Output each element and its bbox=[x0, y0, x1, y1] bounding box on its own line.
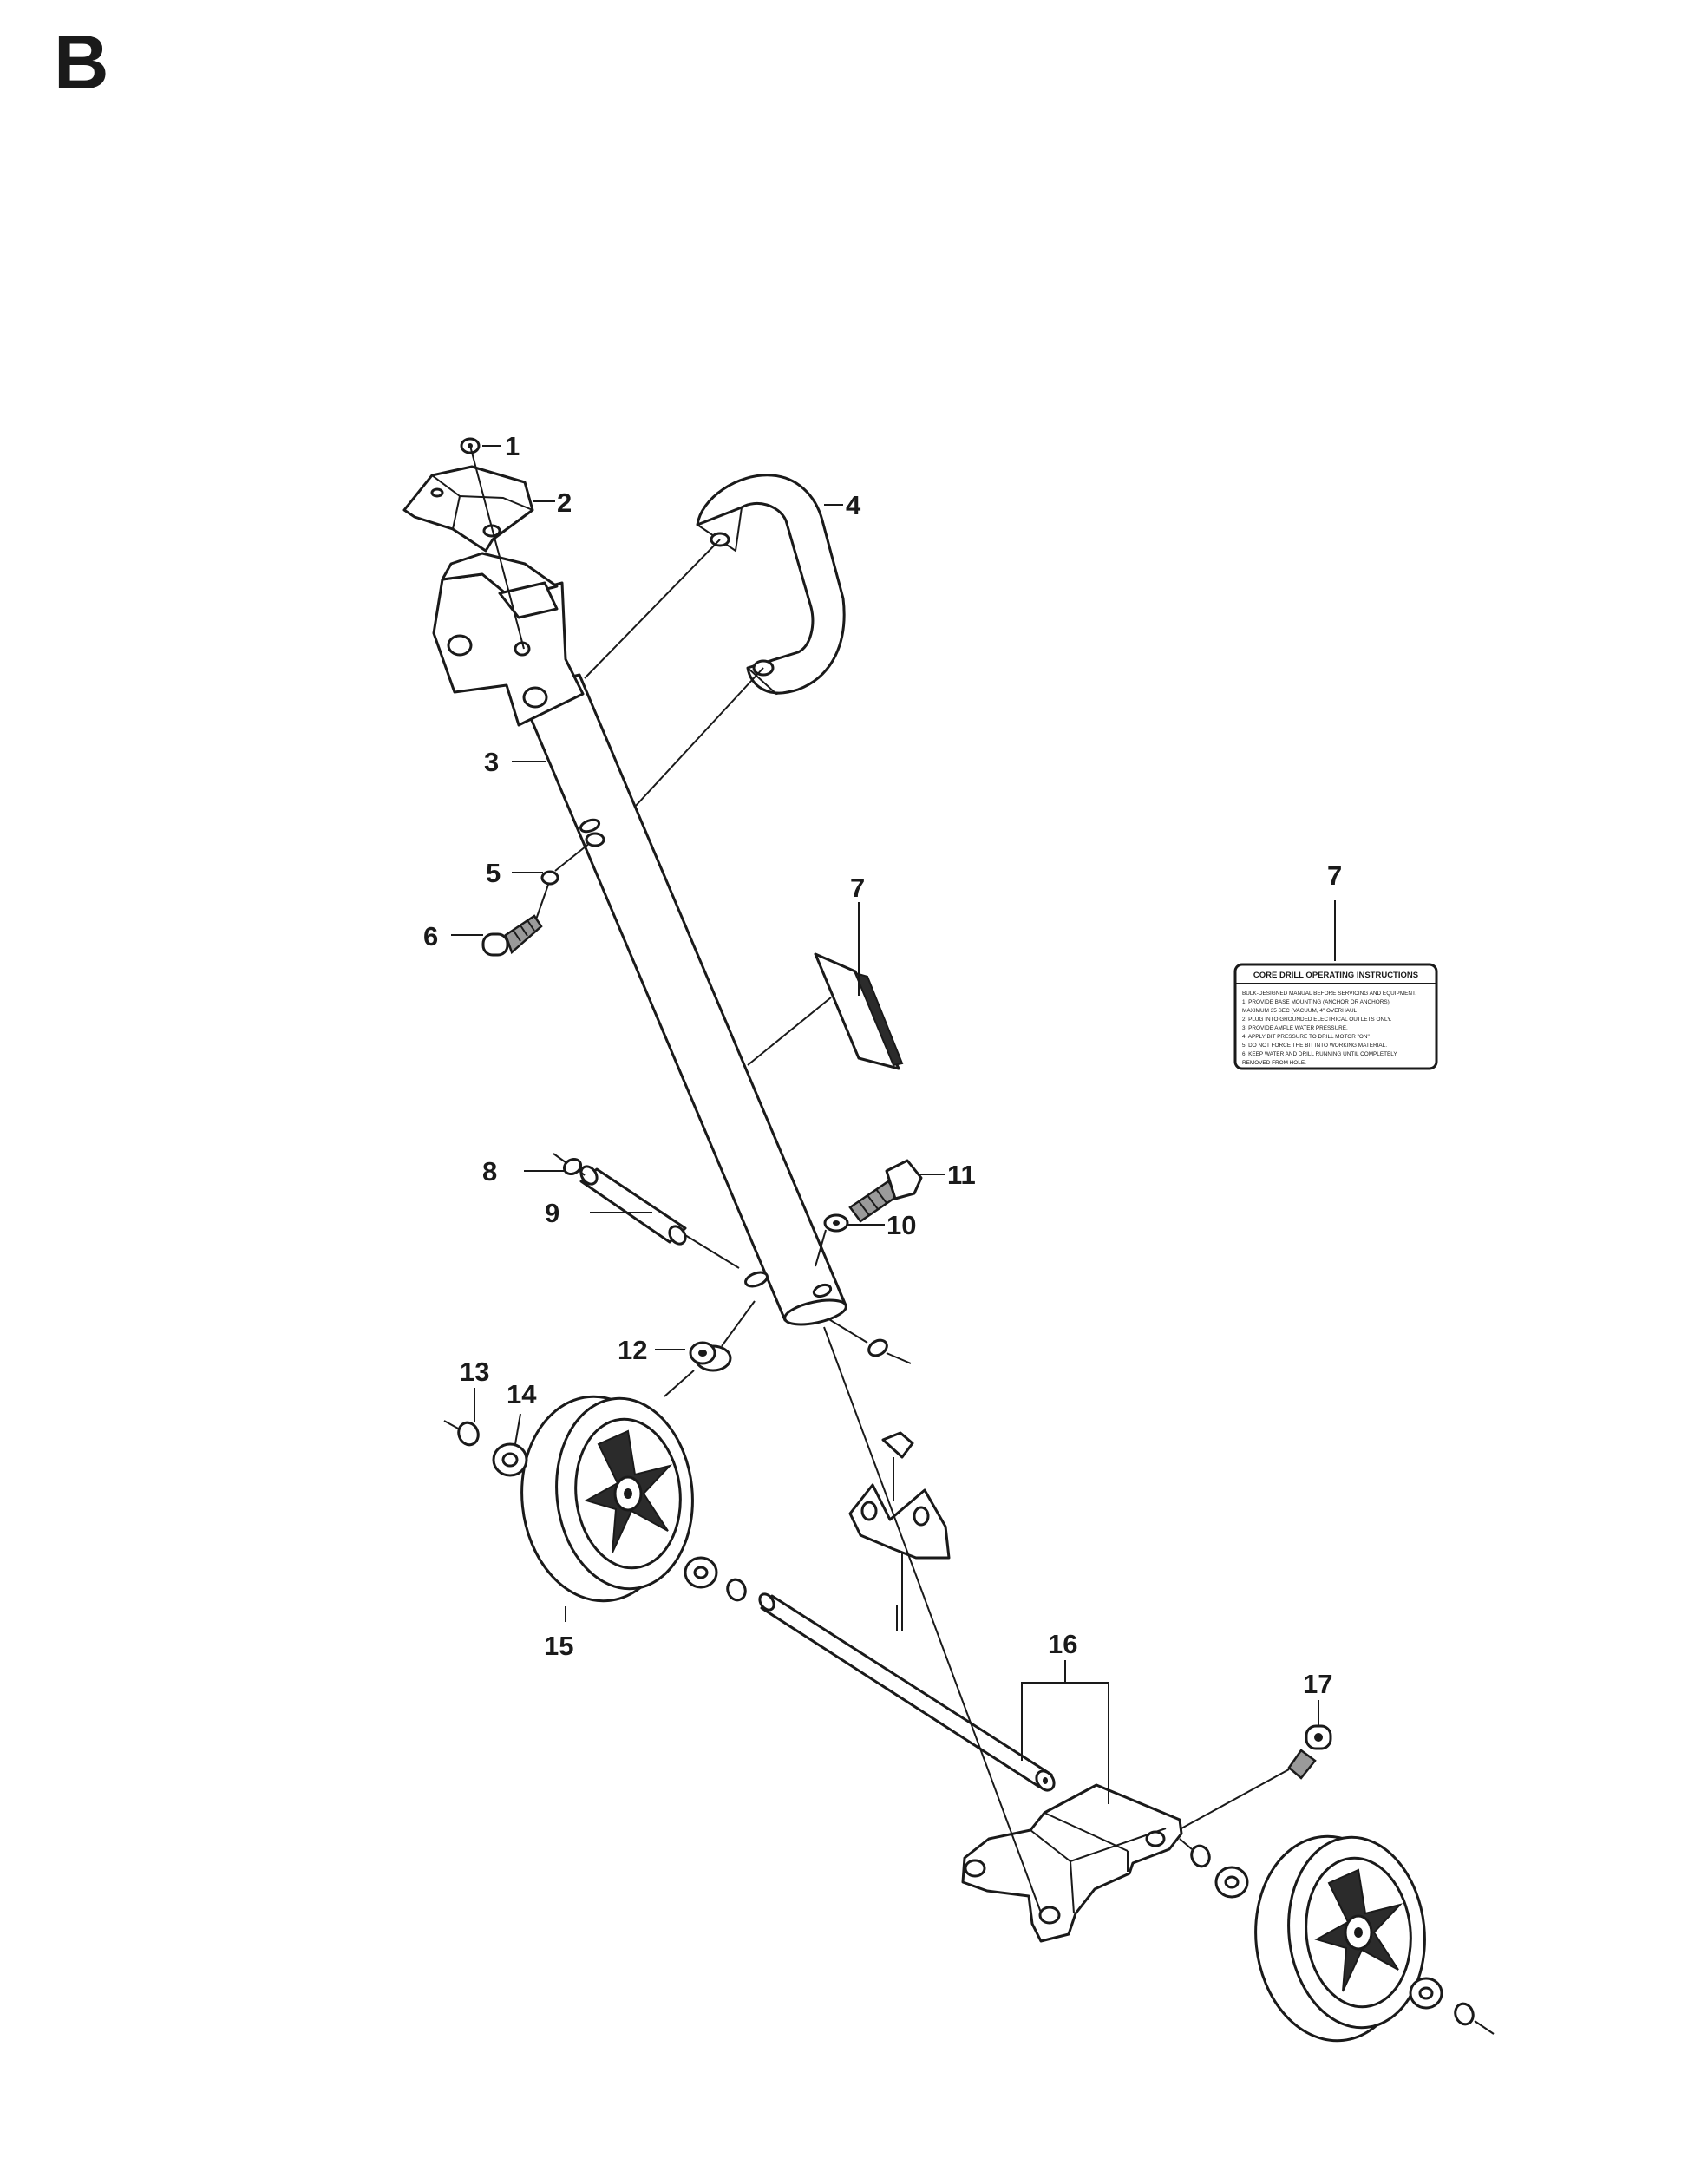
callout-7-tube: 7 bbox=[850, 873, 865, 903]
top-bracket bbox=[432, 552, 585, 727]
screw-17 bbox=[1287, 1724, 1332, 1780]
axle-pin-9 bbox=[579, 1165, 687, 1246]
callout-1: 1 bbox=[505, 431, 520, 461]
label-line-3: MAXIMUM 35 SEC (VACUUM, 4" OVERHAUL bbox=[1242, 1008, 1358, 1014]
decal-sticker bbox=[814, 952, 904, 1070]
callout-12: 12 bbox=[618, 1335, 647, 1365]
wheel-left bbox=[520, 1395, 694, 1603]
callout-labels: 1 2 3 4 5 6 7 7 8 9 10 11 12 13 14 15 16… bbox=[423, 431, 1342, 1699]
circlip-inner-right bbox=[1190, 1844, 1211, 1868]
page-section-letter: B bbox=[54, 19, 109, 105]
callout-5: 5 bbox=[486, 858, 501, 888]
callout-3: 3 bbox=[484, 747, 499, 777]
callout-8: 8 bbox=[482, 1156, 497, 1187]
bolt-11 bbox=[848, 1159, 923, 1223]
label-line-1: BULK-DESIGNED MANUAL BEFORE SERVICING AN… bbox=[1242, 991, 1416, 997]
bushing-12 bbox=[689, 1341, 732, 1372]
washer-inner-right bbox=[1214, 1866, 1249, 1899]
callout-2: 2 bbox=[557, 487, 572, 518]
circlip-outer-right bbox=[1454, 2002, 1475, 2026]
washer-inner-left bbox=[684, 1556, 718, 1589]
callout-17: 17 bbox=[1303, 1669, 1332, 1699]
circlip-small bbox=[867, 1338, 888, 1357]
label-line-6: 4. APPLY BIT PRESSURE TO DRILL MOTOR "ON… bbox=[1242, 1034, 1370, 1040]
label-line-2: 1. PROVIDE BASE MOUNTING (ANCHOR OR ANCH… bbox=[1242, 999, 1391, 1005]
washer-10 bbox=[823, 1213, 849, 1233]
top-cap bbox=[402, 465, 534, 553]
screw-6 bbox=[481, 914, 543, 957]
callout-7-label: 7 bbox=[1327, 860, 1342, 891]
callout-16: 16 bbox=[1048, 1629, 1077, 1659]
carry-handle bbox=[696, 474, 846, 696]
washer-outer-right bbox=[1409, 1977, 1443, 2010]
leader-lines bbox=[443, 445, 1495, 2035]
label-line-4: 2. PLUG INTO GROUNDED ELECTRICAL OUTLETS… bbox=[1242, 1017, 1392, 1023]
washer-5 bbox=[540, 832, 605, 886]
circlip-8 bbox=[562, 1157, 583, 1176]
label-line-5: 3. PROVIDE AMPLE WATER PRESSURE. bbox=[1242, 1025, 1348, 1031]
callout-6: 6 bbox=[423, 921, 438, 951]
label-title: CORE DRILL OPERATING INSTRUCTIONS bbox=[1253, 971, 1418, 980]
wheel-right bbox=[1254, 1834, 1426, 2043]
label-line-7: 5. DO NOT FORCE THE BIT INTO WORKING MAT… bbox=[1242, 1043, 1387, 1049]
circlip-inner-left bbox=[726, 1578, 747, 1602]
base-bracket bbox=[961, 1783, 1183, 1943]
mid-bracket bbox=[848, 1431, 951, 1560]
callout-9: 9 bbox=[545, 1198, 559, 1228]
callout-14: 14 bbox=[507, 1379, 537, 1409]
label-line-8: 6. KEEP WATER AND DRILL RUNNING UNTIL CO… bbox=[1242, 1051, 1397, 1057]
circlip-13 bbox=[457, 1421, 480, 1447]
callout-13: 13 bbox=[460, 1357, 489, 1387]
callout-10: 10 bbox=[887, 1210, 916, 1240]
label-decal-enlarged: CORE DRILL OPERATING INSTRUCTIONS BULK-D… bbox=[1233, 963, 1438, 1070]
callout-15: 15 bbox=[544, 1631, 573, 1661]
callout-4: 4 bbox=[846, 490, 861, 520]
axle bbox=[758, 1592, 1056, 1792]
callout-11: 11 bbox=[947, 1160, 976, 1190]
label-line-9: REMOVED FROM HOLE. bbox=[1242, 1060, 1306, 1066]
washer-14 bbox=[492, 1442, 528, 1477]
